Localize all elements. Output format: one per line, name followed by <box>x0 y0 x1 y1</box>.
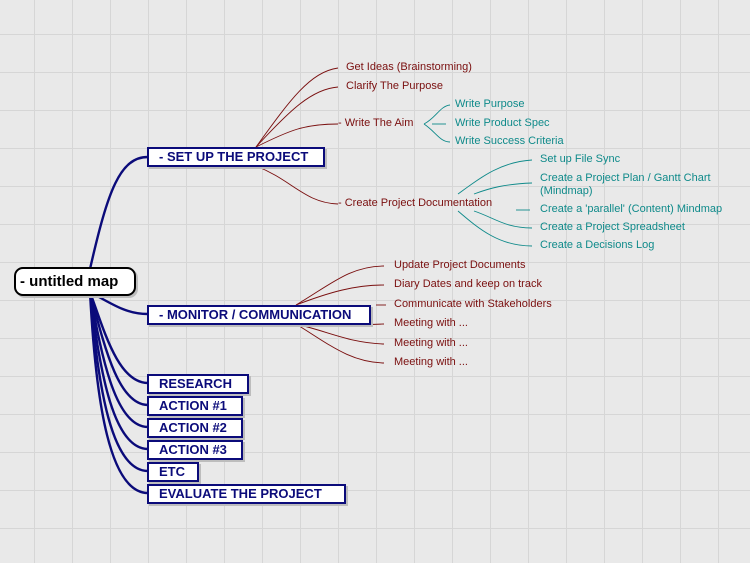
subtopic-write-the-aim[interactable]: - Write The Aim <box>338 117 414 129</box>
subtopic-clarify-purpose[interactable]: Clarify The Purpose <box>346 80 444 92</box>
topic-research[interactable]: RESEARCH <box>147 374 249 394</box>
leaf-create-parallel-mindmap[interactable]: Create a 'parallel' (Content) Mindmap <box>540 203 723 215</box>
connector-docs-sync <box>457 159 533 195</box>
topic-action-1[interactable]: ACTION #1 <box>147 396 243 416</box>
connector-docs-spreadsheet <box>473 210 533 229</box>
leaf-set-up-file-sync[interactable]: Set up File Sync <box>540 153 621 165</box>
topic-monitor-communication[interactable]: - MONITOR / COMMUNICATION <box>147 305 371 325</box>
topic-action-1-label: ACTION #1 <box>159 398 227 413</box>
connector-root-setup <box>88 155 149 270</box>
topic-etc[interactable]: ETC <box>147 462 199 482</box>
leaf-write-purpose[interactable]: Write Purpose <box>455 98 525 110</box>
connector-setup-clarify <box>255 86 339 148</box>
root-topic[interactable]: - untitled map <box>14 267 136 296</box>
topic-research-label: RESEARCH <box>159 376 232 391</box>
topic-action-2-label: ACTION #2 <box>159 420 227 435</box>
topic-action-2[interactable]: ACTION #2 <box>147 418 243 438</box>
connector-docs-decisions <box>457 210 533 247</box>
connector-docs-plan <box>473 182 533 195</box>
subtopic-diary-dates[interactable]: Diary Dates and keep on track <box>394 278 542 290</box>
connector-monitor-meeting3 <box>295 323 385 364</box>
connector-monitor-diary <box>295 284 385 306</box>
leaf-create-project-plan[interactable]: Create a Project Plan / Gantt Chart (Min… <box>540 172 711 197</box>
topic-set-up-the-project[interactable]: - SET UP THE PROJECT <box>147 147 325 167</box>
subtopic-create-project-documentation[interactable]: - Create Project Documentation <box>338 197 493 209</box>
subtopic-get-ideas[interactable]: Get Ideas (Brainstorming) <box>346 61 472 73</box>
subtopic-communicate-with-stakeholders[interactable]: Communicate with Stakeholders <box>394 298 552 310</box>
connector-setup-ideas <box>255 67 339 148</box>
leaf-create-project-spreadsheet[interactable]: Create a Project Spreadsheet <box>540 221 685 233</box>
topic-etc-label: ETC <box>159 464 185 479</box>
subtopic-meeting-with-2[interactable]: Meeting with ... <box>394 337 468 349</box>
connector-monitor-meeting2 <box>295 323 385 345</box>
connector-setup-aim <box>255 123 339 148</box>
subtopic-update-project-documents[interactable]: Update Project Documents <box>394 259 526 271</box>
leaf-create-decisions-log[interactable]: Create a Decisions Log <box>540 239 655 251</box>
connector-setup-docs <box>255 165 339 205</box>
connector-aim-purpose <box>423 104 451 125</box>
topic-evaluate-the-project-label: EVALUATE THE PROJECT <box>159 486 322 501</box>
subtopic-meeting-with-3[interactable]: Meeting with ... <box>394 356 468 368</box>
topic-evaluate-the-project[interactable]: EVALUATE THE PROJECT <box>147 484 346 504</box>
leaf-write-success-criteria[interactable]: Write Success Criteria <box>455 135 564 147</box>
connector-root-evaluate <box>88 291 149 495</box>
topic-set-up-the-project-label: - SET UP THE PROJECT <box>159 149 309 164</box>
topic-action-3-label: ACTION #3 <box>159 442 227 457</box>
subtopic-meeting-with-1[interactable]: Meeting with ... <box>394 317 468 329</box>
connector-root-action1 <box>88 291 149 407</box>
topic-action-3[interactable]: ACTION #3 <box>147 440 243 460</box>
leaf-write-product-spec[interactable]: Write Product Spec <box>455 117 550 129</box>
connector-aim-criteria <box>423 123 451 143</box>
connector-root-action2 <box>88 291 149 429</box>
connector-monitor-update <box>295 265 385 306</box>
root-topic-label: - untitled map <box>20 273 119 290</box>
topic-monitor-communication-label: - MONITOR / COMMUNICATION <box>159 307 352 322</box>
